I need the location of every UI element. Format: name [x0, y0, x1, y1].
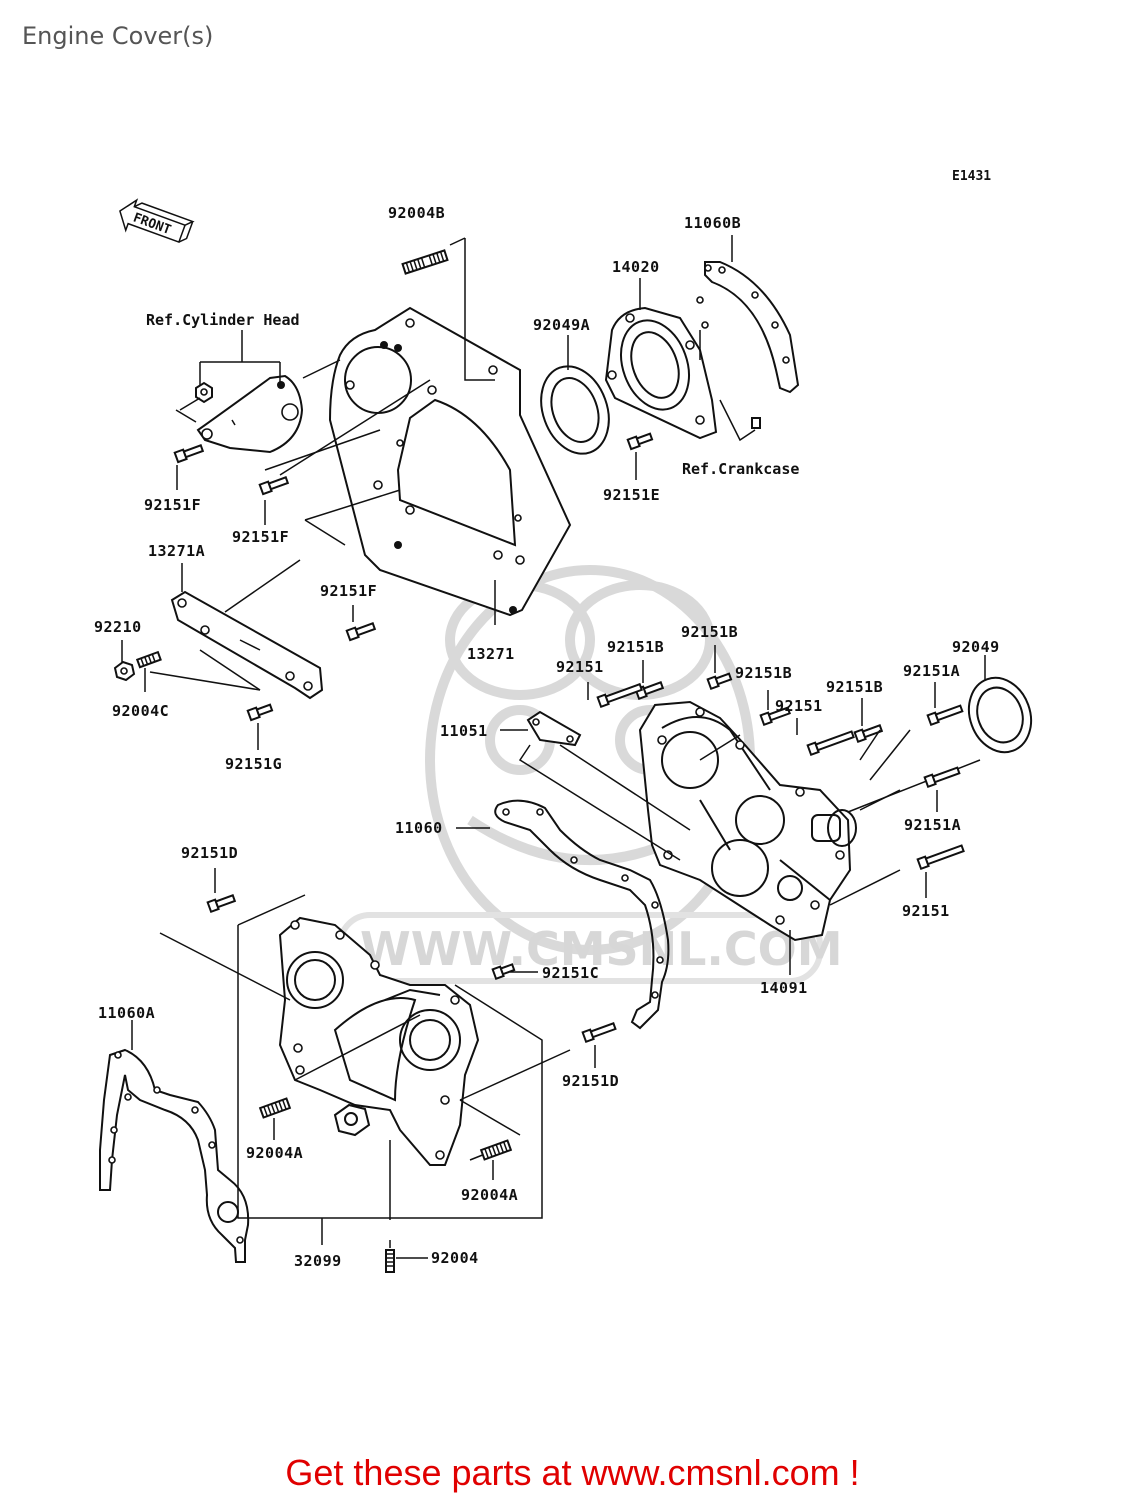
bolt-92151-a [596, 682, 644, 709]
bolt-92151D-a [206, 894, 237, 914]
bolt-92151-b [806, 730, 855, 757]
label-92049[interactable]: 92049 [952, 638, 1000, 656]
stud-92004A-a [258, 1097, 292, 1119]
label-14091[interactable]: 14091 [760, 979, 808, 997]
bolt-92151A-b [923, 766, 961, 789]
gasket-11060 [494, 799, 670, 1030]
label-92151F-c[interactable]: 92151F [320, 582, 377, 600]
stud-92004 [385, 1249, 395, 1273]
ref-cylinder-head: Ref.Cylinder Head [146, 311, 300, 329]
label-92151B-d[interactable]: 92151B [826, 678, 883, 696]
bolt-92151A-a [926, 704, 964, 727]
front-label: FRONT [131, 211, 173, 239]
bolt-92151F-c [345, 622, 377, 642]
label-92210[interactable]: 92210 [94, 618, 142, 636]
cylinder-head-bracket [195, 374, 304, 454]
bolt-92151B-b [706, 672, 733, 691]
label-92004C[interactable]: 92004C [112, 702, 169, 720]
part-labels: 92004B 11060B 14020 92049A 92151F 92151F… [94, 204, 1000, 1270]
bracket-13271A [170, 590, 324, 700]
stud-92004A-b [479, 1139, 513, 1161]
oil-seal-92049 [967, 676, 1033, 754]
front-cover-32099 [278, 916, 480, 1166]
seal-holder-14020 [604, 306, 718, 440]
diagram-code: E1431 [952, 169, 991, 184]
label-32099[interactable]: 32099 [294, 1252, 342, 1270]
stud-92004C [135, 650, 162, 669]
label-92004A-a[interactable]: 92004A [246, 1144, 303, 1162]
label-14020[interactable]: 14020 [612, 258, 660, 276]
label-92151-b[interactable]: 92151 [775, 697, 823, 715]
label-92004A-b[interactable]: 92004A [461, 1186, 518, 1204]
bolt-92151F-a [173, 444, 205, 464]
label-92151F-b[interactable]: 92151F [232, 528, 289, 546]
watermark-text: WWW.CMSNL.COM [360, 922, 843, 976]
gear-case-14091 [638, 700, 857, 942]
label-11051[interactable]: 11051 [440, 722, 488, 740]
nut-92210 [113, 660, 136, 682]
label-11060A[interactable]: 11060A [98, 1004, 155, 1022]
bolt-92151E [626, 432, 654, 451]
label-92151D-b[interactable]: 92151D [562, 1072, 619, 1090]
bracket-11051 [526, 710, 582, 747]
label-92151A-a[interactable]: 92151A [903, 662, 960, 680]
label-92151A-b[interactable]: 92151A [904, 816, 961, 834]
page-title: Engine Cover(s) [22, 22, 214, 50]
bolt-92151-c [916, 844, 965, 871]
label-92151E[interactable]: 92151E [603, 486, 660, 504]
label-13271A[interactable]: 13271A [148, 542, 205, 560]
label-92151-a[interactable]: 92151 [556, 658, 604, 676]
label-92151B-b[interactable]: 92151B [607, 638, 664, 656]
label-92151D-a[interactable]: 92151D [181, 844, 238, 862]
label-92004B[interactable]: 92004B [388, 204, 445, 222]
gasket-11060B [696, 261, 800, 394]
label-11060[interactable]: 11060 [395, 819, 443, 837]
label-92151B-c[interactable]: 92151B [735, 664, 792, 682]
stud-92004B [401, 249, 449, 275]
label-92151G[interactable]: 92151G [225, 755, 282, 773]
label-92049A[interactable]: 92049A [533, 316, 590, 334]
bolt-92151B-d [853, 724, 884, 744]
label-11060B[interactable]: 11060B [684, 214, 741, 232]
bolt-92151F-b [258, 476, 290, 496]
oil-seal-92049A [540, 365, 610, 455]
label-92151C[interactable]: 92151C [542, 964, 599, 982]
plate-13271 [328, 306, 572, 617]
front-arrow-icon: FRONT [119, 198, 195, 244]
ref-crankcase: Ref.Crankcase [682, 460, 799, 478]
label-92004[interactable]: 92004 [431, 1249, 479, 1267]
bolt-92151C [491, 963, 516, 981]
label-92151F-a[interactable]: 92151F [144, 496, 201, 514]
label-13271[interactable]: 13271 [467, 645, 515, 663]
footer-link[interactable]: Get these parts at www.cmsnl.com ! [285, 1452, 860, 1493]
label-92151B-a[interactable]: 92151B [681, 623, 738, 641]
bolt-92151B-c [759, 706, 791, 727]
oil-filler-cap [333, 1103, 371, 1137]
bolt-92151D-b [581, 1022, 617, 1044]
gasket-11060A [99, 1048, 250, 1263]
label-92151-c[interactable]: 92151 [902, 902, 950, 920]
bolt-92151G [246, 703, 274, 722]
